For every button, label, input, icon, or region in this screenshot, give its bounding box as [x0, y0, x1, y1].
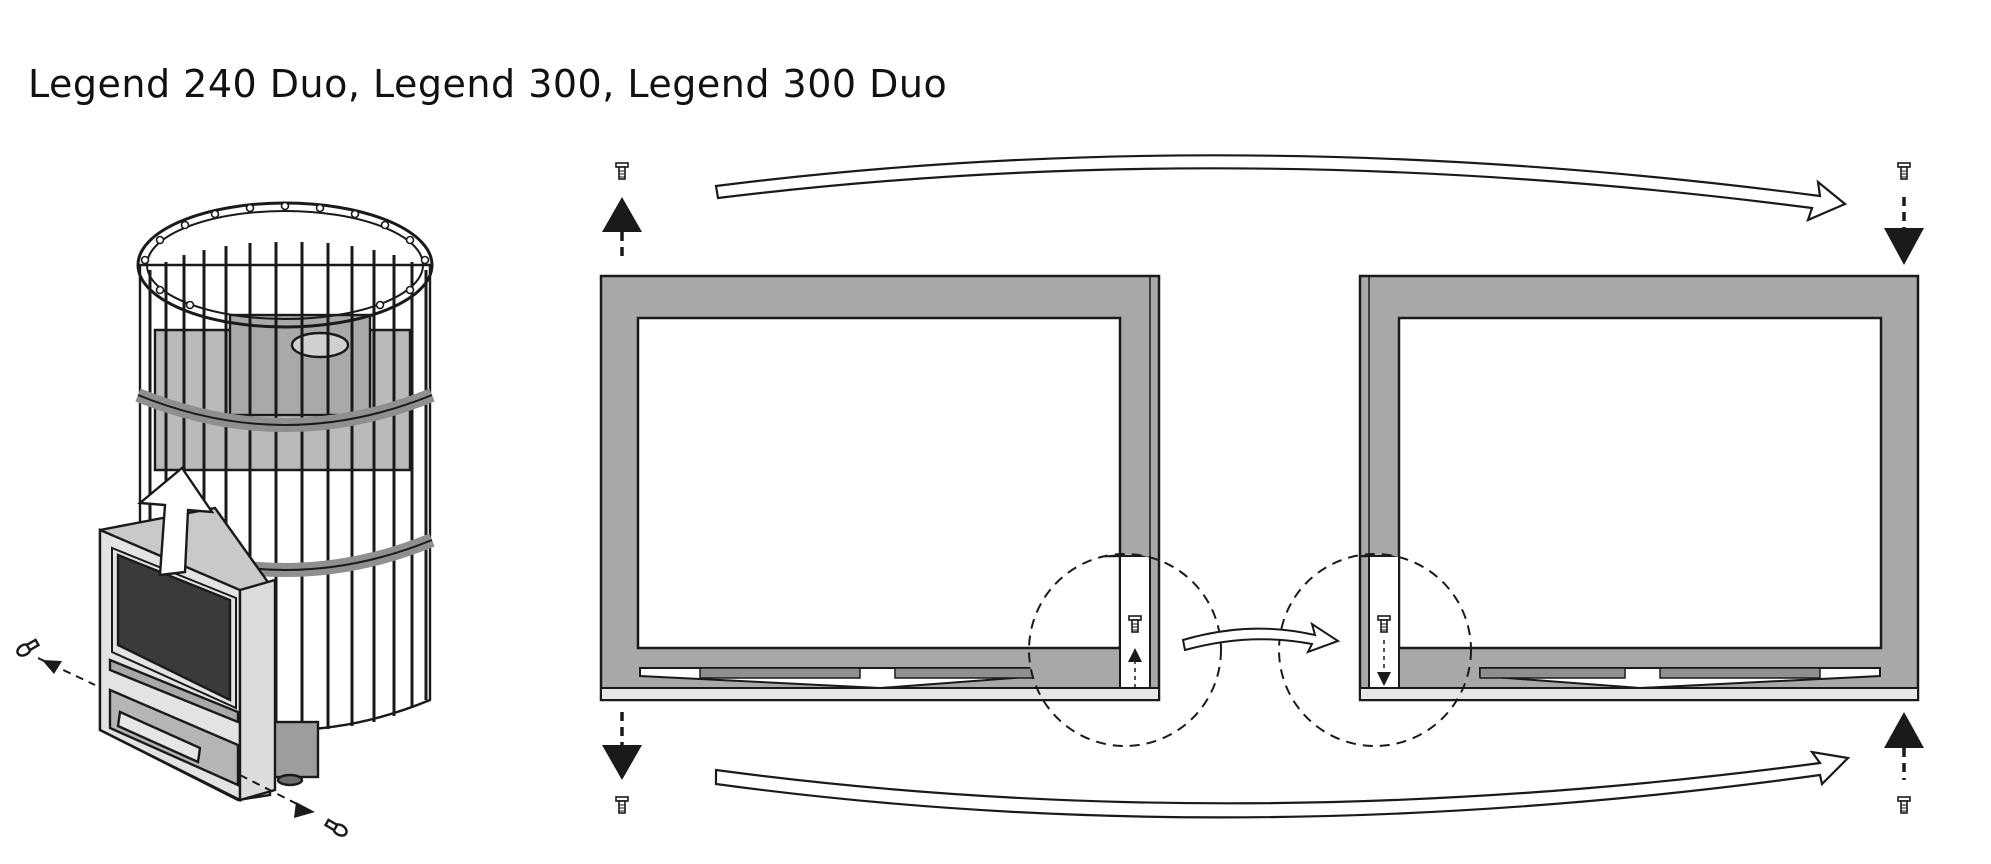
curved-arrow-icon-middle — [1181, 621, 1341, 654]
curved-arrow-icon-bottom — [714, 750, 1851, 819]
screw-icon-top-right — [1897, 162, 1911, 180]
screw-icon-bottom-left — [615, 796, 629, 814]
screw-icon-top-left — [615, 162, 629, 180]
page-title: Legend 240 Duo, Legend 300, Legend 300 D… — [28, 62, 948, 106]
arrow-up-icon — [1884, 712, 1924, 780]
arrow-down-icon — [1884, 197, 1924, 265]
detail-circle-left — [1028, 553, 1222, 747]
door-frame-right — [1278, 274, 1920, 747]
door-frame-left — [599, 274, 1222, 747]
screw-icon-bottom-right — [1897, 796, 1911, 814]
curved-arrow-icon-top — [714, 154, 1848, 222]
arrow-down-icon — [602, 712, 642, 780]
arrow-up-icon — [602, 197, 642, 262]
detail-circle-right — [1278, 553, 1472, 747]
stove-illustration — [16, 201, 435, 837]
